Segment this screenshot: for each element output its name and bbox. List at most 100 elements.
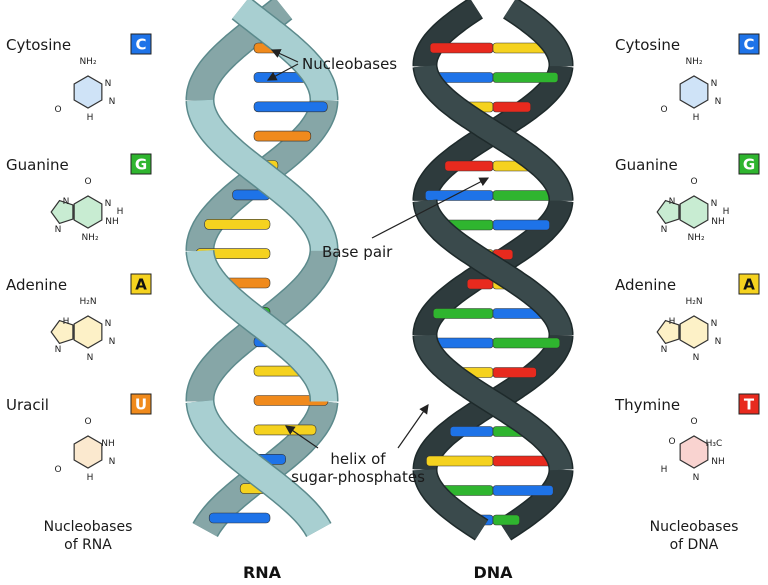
dna-rung-cytosine <box>492 485 554 496</box>
dna-title: DNA <box>473 563 513 582</box>
dna-caption-line1: Nucleobases <box>650 519 739 535</box>
dna-base-badge <box>738 153 760 175</box>
dna-atom-label: NH <box>711 217 725 227</box>
dna-atom-label: H <box>693 113 700 123</box>
rna-backbone-strand-1-1 <box>187 99 337 251</box>
dna-atom-label: N <box>711 79 718 89</box>
dna-atom-label: H <box>723 207 730 217</box>
annotations: Nucleobases Base pair helix of sugar-pho… <box>266 49 490 486</box>
dna-base-name: Guanine <box>615 156 678 174</box>
dna-backbone-strand-1-1 <box>414 65 572 201</box>
dna-atom-label: N <box>715 337 722 347</box>
dna-backbone-strand-0-0 <box>503 0 572 67</box>
dna-base-name: Adenine <box>615 276 676 294</box>
rna-backbone-front <box>185 0 339 537</box>
dna-rung-thymine <box>492 101 532 113</box>
rna-backbone-strand-0-2 <box>187 250 337 402</box>
rna-base-letter: G <box>135 156 147 174</box>
dna-atom-label: H₃C <box>706 439 723 449</box>
dna-rung-adenine <box>426 455 494 467</box>
rna-atom-label: O <box>54 465 61 475</box>
dna-atom-label: O <box>668 437 675 447</box>
dna-backbone-strand-0-2 <box>414 199 572 336</box>
dna-base-letter: C <box>743 36 754 54</box>
dna-atom-label: H <box>661 465 668 475</box>
rna-atom-label: N <box>109 457 116 467</box>
helix-label-line2: sugar-phosphates <box>291 468 425 486</box>
rna-title: RNA <box>243 563 282 582</box>
rna-caption-line2: of RNA <box>64 537 112 553</box>
dna-atom-label: O <box>690 417 697 427</box>
dna-rung-cytosine <box>449 426 494 437</box>
dna-base-letter: T <box>744 396 755 414</box>
rna-atom-label: N <box>109 337 116 347</box>
base-pair-label: Base pair <box>322 243 393 261</box>
rna-molecule-ring-5 <box>50 319 74 345</box>
dna-molecule-ring-5 <box>656 319 680 345</box>
rna-base-letter: A <box>135 276 147 294</box>
rna-backbone-strand-0-0 <box>232 0 337 101</box>
dna-atom-label: N <box>693 353 700 363</box>
rna-rung-adenine <box>253 424 317 436</box>
nucleobases-arrow-1 <box>270 49 299 63</box>
rna-atom-label: N <box>55 225 62 235</box>
base-pair-arrow <box>371 177 490 239</box>
dna-atom-label: H₂N <box>685 297 702 307</box>
rna-molecule-ring <box>73 195 103 229</box>
dna-base-name: Cytosine <box>615 36 680 54</box>
dna-atom-label: N <box>715 97 722 107</box>
rna-base-badge <box>130 273 152 295</box>
dna-atom-label: NH₂ <box>687 233 705 243</box>
rna-base-badge <box>130 153 152 175</box>
dna-molecule-ring <box>679 435 709 469</box>
dna-rung-guanine <box>492 337 561 349</box>
dna-atom-label: N <box>711 199 718 209</box>
rna-rung-uracil <box>253 130 312 142</box>
dna-atom-label: N <box>711 319 718 329</box>
helix-arrow-dna <box>397 404 429 449</box>
dna-molecule-ring <box>679 75 709 109</box>
rna-base-letter: C <box>135 36 146 54</box>
rna-helix <box>185 0 339 537</box>
rna-atom-label: NH₂ <box>81 233 99 243</box>
rna-molecule-ring-5 <box>50 199 74 225</box>
dna-rung-thymine <box>492 367 537 378</box>
dna-backbone-strand-1-0 <box>414 0 483 67</box>
dna-rung-guanine <box>492 72 559 83</box>
rna-atom-label: N <box>105 199 112 209</box>
dna-rung-cytosine <box>424 190 494 201</box>
rna-backbone-strand-1-3 <box>187 400 331 537</box>
dna-atom-label: N <box>669 197 676 207</box>
dna-molecule-ring <box>679 315 709 349</box>
dna-backbone-strand-1-3 <box>414 334 572 471</box>
rna-base-letter: U <box>135 396 147 414</box>
rna-base-name: Cytosine <box>6 36 71 54</box>
dna-rung-thymine <box>429 42 494 54</box>
dna-caption-line2: of DNA <box>670 537 719 553</box>
rna-molecule-ring <box>73 435 103 469</box>
dna-rung-guanine <box>432 308 494 319</box>
rna-base-badge <box>130 33 152 55</box>
rna-base-name: Guanine <box>6 156 69 174</box>
rna-atom-label: H₂N <box>79 297 96 307</box>
nucleobases-arrow-2 <box>266 63 299 81</box>
rna-caption-line1: Nucleobases <box>44 519 133 535</box>
rna-atom-label: N <box>63 197 70 207</box>
dna-base-name: Thymine <box>614 396 680 414</box>
rna-atom-label: H <box>87 473 94 483</box>
rna-atom-label: N <box>55 345 62 355</box>
dna-atom-label: O <box>690 177 697 187</box>
